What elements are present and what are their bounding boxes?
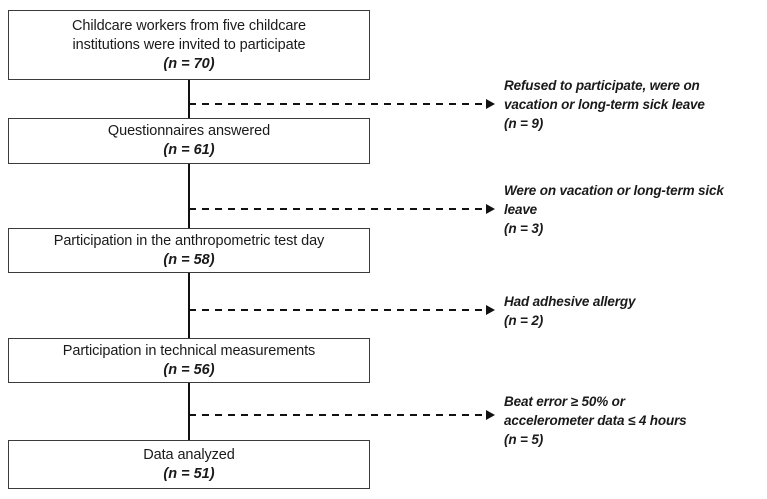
flow-box-technical: Participation in technical measurements … bbox=[8, 338, 370, 383]
exclusion-note-2-count: (n = 3) bbox=[504, 221, 544, 236]
exclusion-note-1-line2: vacation or long-term sick leave bbox=[504, 97, 705, 112]
exclusion-note-4-line2: accelerometer data ≤ 4 hours bbox=[504, 413, 687, 428]
exclusion-note-1-line1: Refused to participate, were on bbox=[504, 78, 700, 93]
flow-box-invited-count: (n = 70) bbox=[163, 55, 215, 72]
branch-arrow-exclusion-1 bbox=[486, 99, 495, 109]
flow-box-technical-count: (n = 56) bbox=[163, 361, 215, 378]
branch-arrow-exclusion-3 bbox=[486, 305, 495, 315]
connector-technical-to-analyzed bbox=[188, 383, 190, 440]
flow-box-anthropometric-line1: Participation in the anthropometric test… bbox=[53, 232, 325, 249]
exclusion-note-2-line2: leave bbox=[504, 202, 538, 217]
exclusion-note-4: Beat error ≥ 50% or accelerometer data ≤… bbox=[504, 392, 766, 449]
flow-box-anthropometric: Participation in the anthropometric test… bbox=[8, 228, 370, 273]
flow-box-questionnaires-count: (n = 61) bbox=[163, 142, 215, 158]
flow-box-invited-line1: Childcare workers from five childcare bbox=[71, 17, 306, 34]
flow-box-analyzed-count: (n = 51) bbox=[163, 465, 215, 482]
branch-line-exclusion-2 bbox=[189, 208, 486, 210]
exclusion-note-3-count: (n = 2) bbox=[504, 313, 544, 328]
exclusion-note-3-line1: Had adhesive allergy bbox=[504, 294, 636, 309]
flow-box-questionnaires: Questionnaires answered (n = 61) bbox=[8, 118, 370, 164]
flow-box-technical-line1: Participation in technical measurements bbox=[62, 342, 316, 359]
flow-box-invited: Childcare workers from five childcare in… bbox=[8, 10, 370, 80]
exclusion-note-2: Were on vacation or long-term sick leave… bbox=[504, 181, 766, 238]
branch-line-exclusion-1 bbox=[189, 103, 486, 105]
branch-line-exclusion-4 bbox=[189, 414, 486, 416]
exclusion-note-3: Had adhesive allergy (n = 2) bbox=[504, 292, 766, 330]
flow-box-anthropometric-count: (n = 58) bbox=[163, 251, 215, 268]
branch-arrow-exclusion-4 bbox=[486, 410, 495, 420]
exclusion-note-4-count: (n = 5) bbox=[504, 432, 544, 447]
flow-box-invited-line2: institutions were invited to participate bbox=[72, 36, 306, 53]
exclusion-note-1: Refused to participate, were on vacation… bbox=[504, 76, 766, 133]
flow-box-questionnaires-line1: Questionnaires answered bbox=[107, 123, 271, 139]
exclusion-note-4-line1: Beat error ≥ 50% or bbox=[504, 394, 625, 409]
branch-arrow-exclusion-2 bbox=[486, 204, 495, 214]
flow-box-analyzed: Data analyzed (n = 51) bbox=[8, 440, 370, 489]
exclusion-note-1-count: (n = 9) bbox=[504, 116, 544, 131]
connector-invited-to-questionnaires bbox=[188, 80, 190, 118]
connector-anthropometric-to-technical bbox=[188, 273, 190, 338]
connector-questionnaires-to-anthropometric bbox=[188, 164, 190, 228]
branch-line-exclusion-3 bbox=[189, 309, 486, 311]
exclusion-note-2-line1: Were on vacation or long-term sick bbox=[504, 183, 724, 198]
flow-box-analyzed-line1: Data analyzed bbox=[143, 446, 235, 463]
